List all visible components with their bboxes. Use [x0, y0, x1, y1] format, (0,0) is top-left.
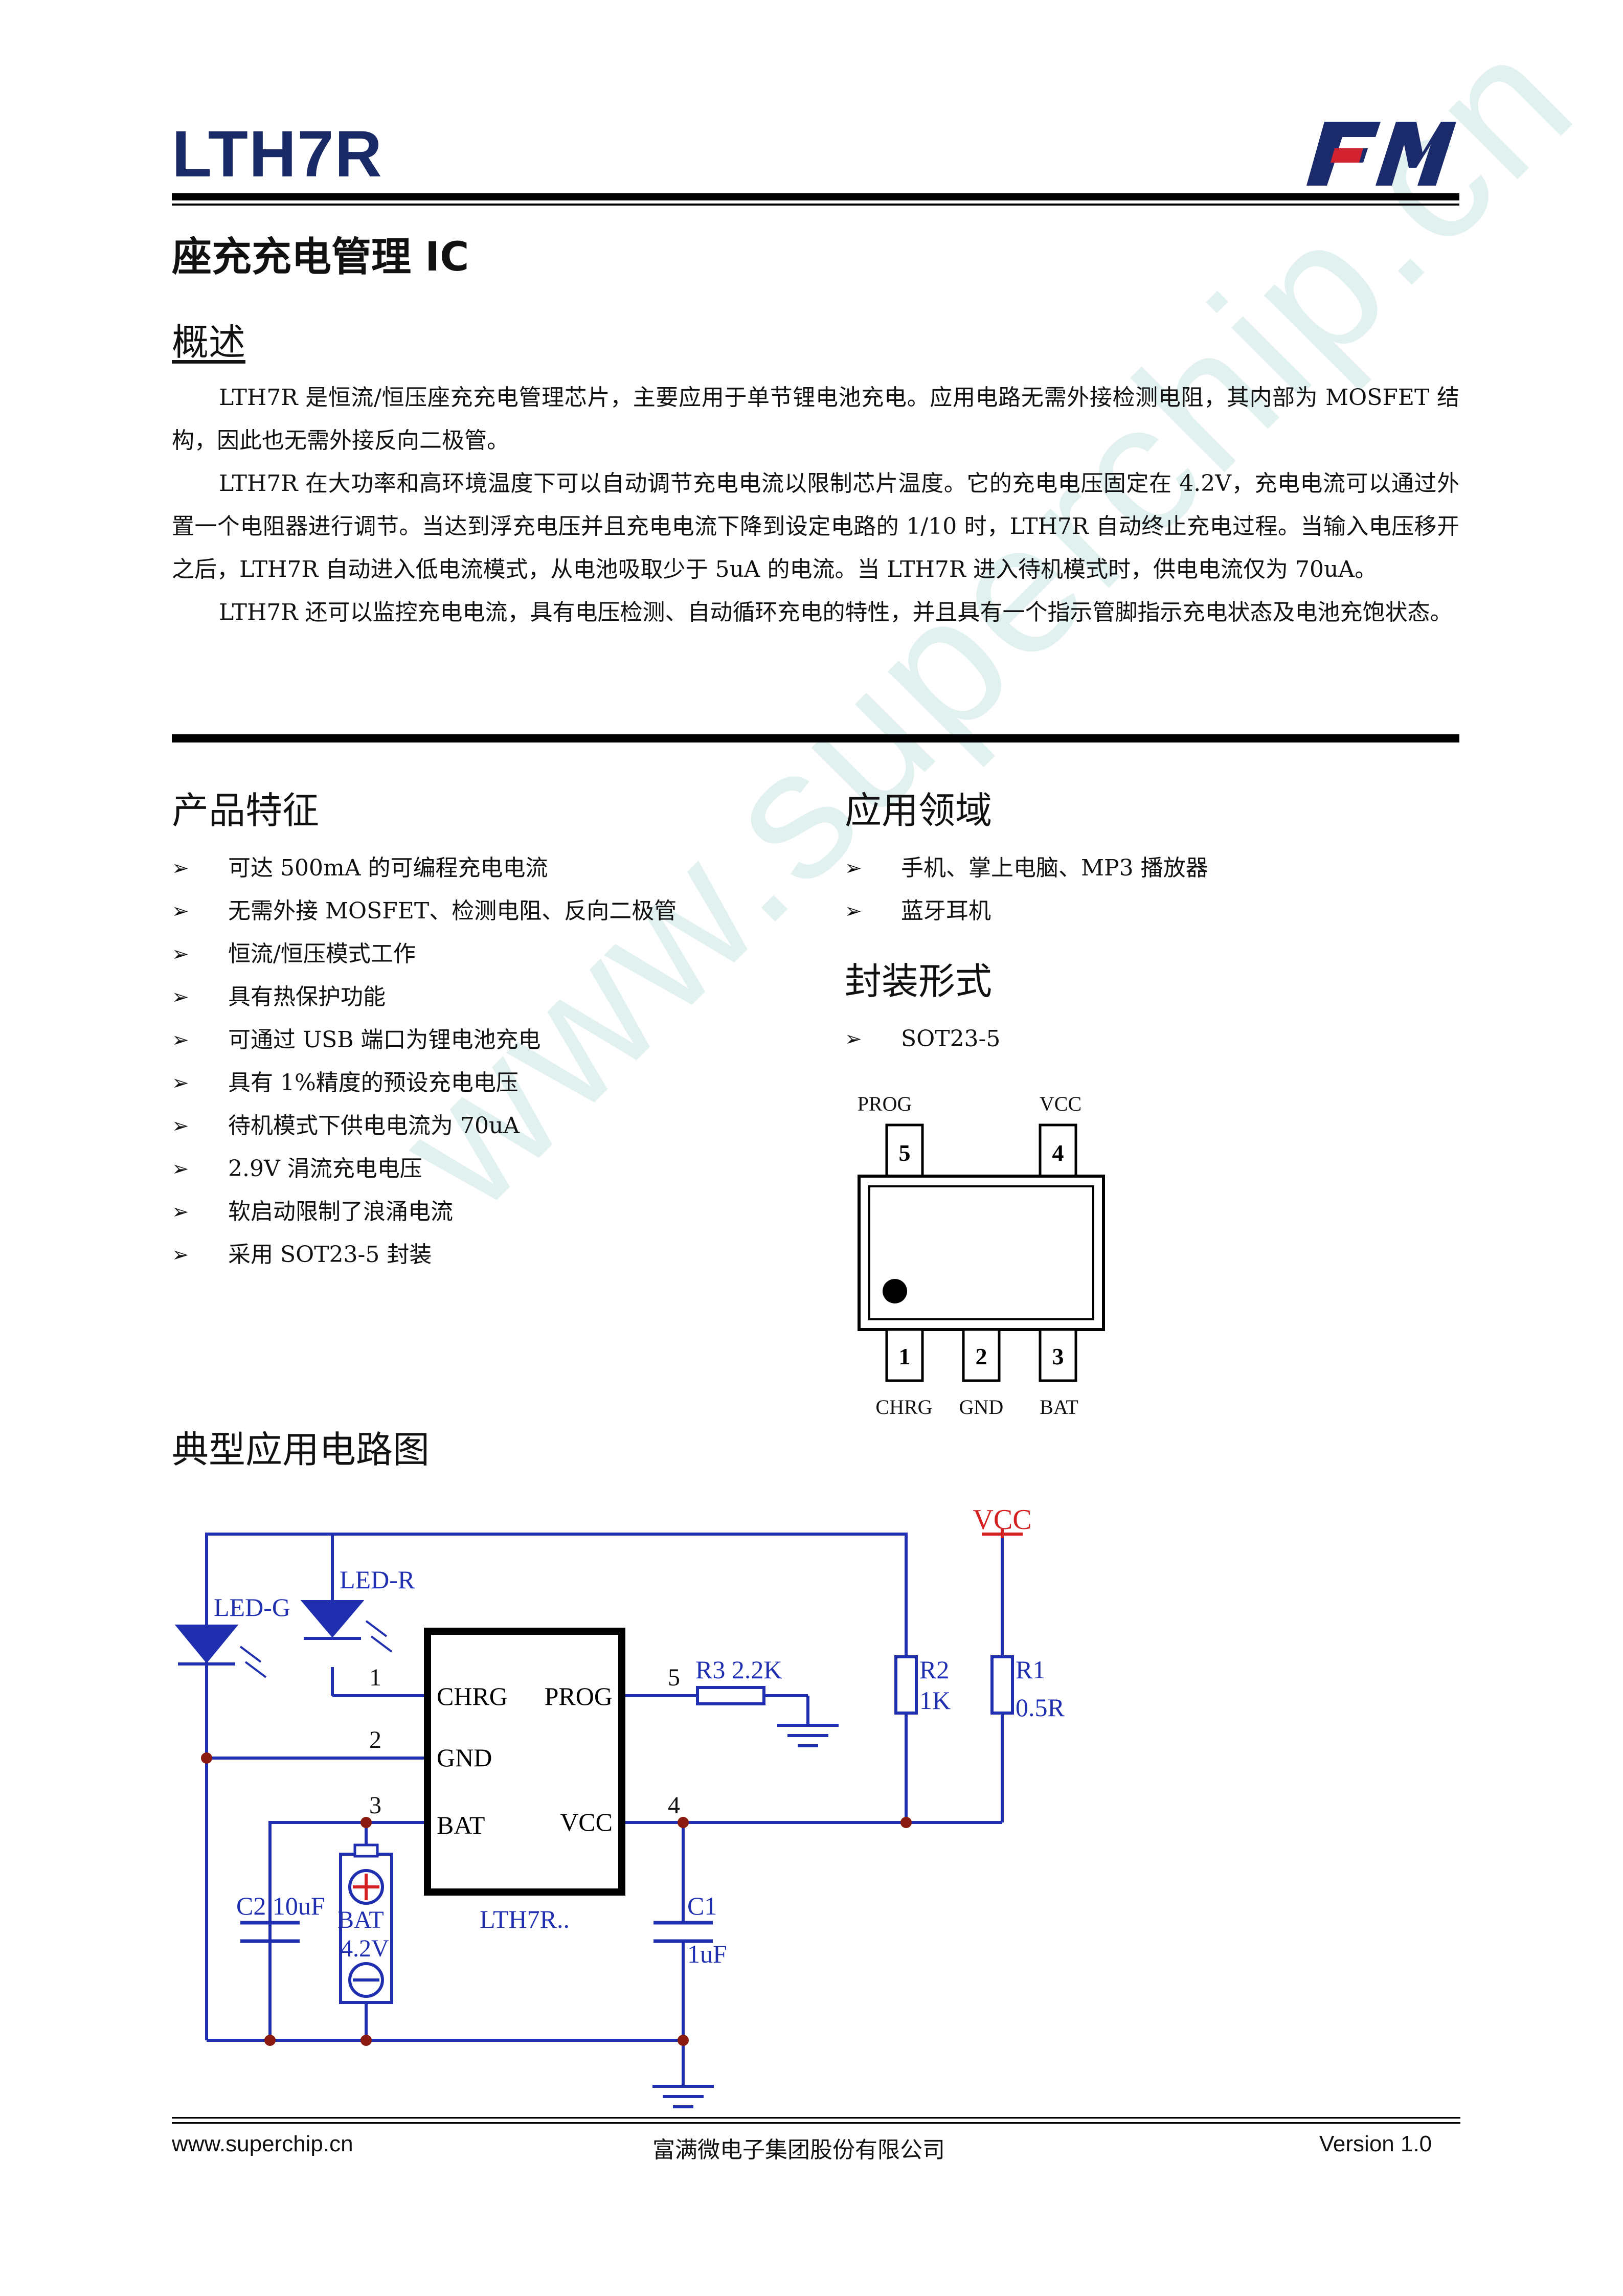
- applications-list: ➢ 手机、掌上电脑、MP3 播放器 ➢ 蓝牙耳机: [845, 847, 1208, 933]
- bullet-arrow-icon: ➢: [172, 1157, 189, 1181]
- c2-label: C2 10uF: [236, 1892, 325, 1920]
- list-item-text: 软启动限制了浪涌电流: [228, 1199, 453, 1225]
- bullet-arrow-icon: ➢: [172, 1071, 189, 1095]
- list-item: ➢ 具有 1%精度的预设充电电压: [172, 1062, 677, 1105]
- footer-version: Version 1.0: [1319, 2131, 1432, 2156]
- list-item-text: 采用 SOT23-5 封装: [228, 1242, 432, 1268]
- pin-2-number: 2: [976, 1343, 987, 1369]
- overview-heading: 概述: [172, 321, 246, 364]
- pin-number-4: 4: [668, 1792, 680, 1819]
- circuit-heading: 典型应用电路图: [172, 1428, 430, 1471]
- part-number-title: LTH7R: [172, 118, 383, 191]
- pin1-marker-dot: [883, 1279, 907, 1303]
- list-item-text: SOT23-5: [901, 1026, 1001, 1052]
- list-item-text: 2.9V 涓流充电电压: [228, 1156, 422, 1182]
- section-divider: [172, 734, 1459, 742]
- package-list: ➢ SOT23-5: [845, 1018, 1000, 1061]
- list-item: ➢ 无需外接 MOSFET、检测电阻、反向二极管: [172, 890, 677, 933]
- pin-3-name: BAT: [1040, 1395, 1078, 1419]
- list-item-text: 具有 1%精度的预设充电电压: [228, 1070, 519, 1096]
- c1-name: C1: [687, 1892, 717, 1920]
- pin-number-5: 5: [668, 1664, 680, 1691]
- bullet-arrow-icon: ➢: [172, 985, 189, 1009]
- battery-name: BAT: [337, 1906, 384, 1933]
- features-heading: 产品特征: [172, 789, 320, 832]
- list-item-text: 可达 500mA 的可编程充电电流: [228, 855, 548, 881]
- pin-1-name: CHRG: [875, 1395, 932, 1419]
- footer-rule: [172, 2122, 1460, 2124]
- led-g-label: LED-G: [214, 1593, 290, 1622]
- overview-paragraph: LTH7R 是恒流/恒压座充充电管理芯片，主要应用于单节锂电池充电。应用电路无需…: [172, 385, 1459, 454]
- overview-paragraph: LTH7R 在大功率和高环境温度下可以自动调节充电电流以限制芯片温度。它的充电电…: [172, 470, 1459, 582]
- bullet-arrow-icon: ➢: [172, 857, 189, 880]
- pin-1-number: 1: [899, 1343, 911, 1369]
- list-item: ➢ 可达 500mA 的可编程充电电流: [172, 847, 677, 890]
- list-item: ➢ 蓝牙耳机: [845, 890, 1208, 933]
- list-item-text: 具有热保护功能: [228, 984, 386, 1010]
- bullet-arrow-icon: ➢: [172, 1114, 189, 1138]
- list-item-text: 蓝牙耳机: [901, 898, 991, 924]
- list-item-text: 恒流/恒压模式工作: [228, 941, 416, 967]
- chip-pin-gnd: GND: [437, 1743, 492, 1772]
- list-item: ➢ 软启动限制了浪涌电流: [172, 1190, 677, 1233]
- page-subtitle: 座充充电管理 IC: [172, 234, 469, 280]
- r1-name: R1: [1016, 1655, 1045, 1684]
- pin-number-2: 2: [369, 1726, 381, 1753]
- r2-value: 1K: [919, 1686, 951, 1715]
- r2-name: R2: [919, 1655, 949, 1684]
- list-item: ➢ 具有热保护功能: [172, 976, 677, 1019]
- pin-3-number: 3: [1052, 1343, 1064, 1369]
- pin-number-1: 1: [369, 1664, 381, 1691]
- company-logo: [1304, 117, 1457, 188]
- bullet-arrow-icon: ➢: [172, 1243, 189, 1267]
- chip-name-label: LTH7R..: [480, 1905, 570, 1933]
- pin-4-name: VCC: [1040, 1092, 1081, 1115]
- list-item: ➢ 恒流/恒压模式工作: [172, 933, 677, 976]
- bullet-arrow-icon: ➢: [845, 899, 862, 923]
- c1-value: 1uF: [687, 1940, 727, 1968]
- footer-company: 富满微电子集团股份有限公司: [652, 2137, 945, 2163]
- pin-number-3: 3: [369, 1792, 381, 1819]
- list-item: ➢ 2.9V 涓流充电电压: [172, 1147, 677, 1190]
- bullet-arrow-icon: ➢: [845, 857, 862, 880]
- pin-2-name: GND: [959, 1395, 1004, 1419]
- bullet-arrow-icon: ➢: [172, 1200, 189, 1224]
- bullet-arrow-icon: ➢: [172, 899, 189, 923]
- list-item: ➢ SOT23-5: [845, 1018, 1000, 1061]
- overview-text: LTH7R 是恒流/恒压座充充电管理芯片，主要应用于单节锂电池充电。应用电路无需…: [172, 376, 1459, 634]
- list-item-text: 手机、掌上电脑、MP3 播放器: [901, 855, 1208, 881]
- package-heading: 封装形式: [845, 960, 993, 1003]
- list-item: ➢ 手机、掌上电脑、MP3 播放器: [845, 847, 1208, 890]
- pin-5-number: 5: [899, 1140, 911, 1166]
- sot23-package-diagram: PROG VCC 5 4 1 2 3 CHRG GND BAT: [858, 1092, 1105, 1419]
- bullet-arrow-icon: ➢: [172, 1028, 189, 1052]
- bullet-arrow-icon: ➢: [172, 942, 189, 966]
- features-list: ➢ 可达 500mA 的可编程充电电流 ➢ 无需外接 MOSFET、检测电阻、反向二…: [172, 847, 677, 1276]
- list-item: ➢ 待机模式下供电电流为 70uA: [172, 1105, 677, 1147]
- list-item: ➢ 采用 SOT23-5 封装: [172, 1233, 677, 1276]
- applications-heading: 应用领域: [845, 789, 993, 832]
- led-r-label: LED-R: [340, 1565, 415, 1594]
- chip-pin-prog: PROG: [545, 1682, 613, 1710]
- chip-pin-chrg: CHRG: [437, 1682, 508, 1710]
- pin-5-name: PROG: [858, 1092, 912, 1115]
- list-item-text: 无需外接 MOSFET、检测电阻、反向二极管: [228, 898, 677, 924]
- bullet-arrow-icon: ➢: [845, 1027, 862, 1051]
- list-item-text: 可通过 USB 端口为锂电池充电: [228, 1027, 541, 1053]
- r1-value: 0.5R: [1016, 1693, 1065, 1722]
- vcc-label: VCC: [973, 1504, 1031, 1536]
- footer-rule: [172, 2117, 1460, 2119]
- battery-voltage: 4.2V: [341, 1935, 389, 1962]
- r3-label: R3 2.2K: [695, 1655, 782, 1684]
- chip-pin-bat: BAT: [437, 1811, 485, 1839]
- pin-4-number: 4: [1052, 1140, 1064, 1166]
- list-item: ➢ 可通过 USB 端口为锂电池充电: [172, 1019, 677, 1062]
- header-rule-thick: [172, 193, 1459, 200]
- header-rule-thin: [172, 204, 1459, 206]
- footer-website: www.superchip.cn: [172, 2131, 353, 2156]
- list-item-text: 待机模式下供电电流为 70uA: [228, 1113, 520, 1139]
- chip-pin-vcc: VCC: [560, 1808, 613, 1836]
- overview-paragraph: LTH7R 还可以监控充电电流，具有电压检测、自动循环充电的特性，并且具有一个指…: [219, 599, 1453, 625]
